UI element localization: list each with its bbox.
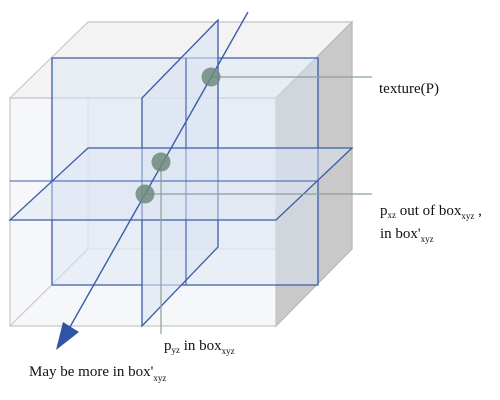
label-pxz-line2: in box'xyz: [380, 226, 434, 244]
label-pyz-in: in box: [180, 338, 222, 354]
label-pxz-sub3: xyz: [421, 234, 434, 244]
box-edge: [9, 248, 89, 327]
label-more-text: May be more in box': [29, 364, 154, 380]
label-pxz-p: p: [380, 203, 388, 219]
plane-xz: [8, 147, 354, 221]
label-pyz-sub2: xyz: [222, 346, 235, 356]
ray-line: [65, 11, 249, 335]
label-pxz-line1: pxz out of boxxyz ,: [380, 203, 482, 221]
label-pxz-sub2: xyz: [461, 211, 474, 221]
ray: [56, 11, 249, 350]
label-pxz-out: out of box: [396, 203, 462, 219]
label-pyz-p: p: [164, 338, 172, 354]
arrowhead-icon: [56, 322, 79, 350]
label-pyz: pyz in boxxyz: [164, 338, 235, 356]
point-pyz: [151, 152, 171, 172]
point-texture: [201, 67, 221, 87]
label-more: May be more in box'xyz: [29, 364, 166, 383]
label-pxz-comma: ,: [474, 203, 482, 219]
point-pxz: [135, 184, 155, 204]
label-pxz-in: in box': [380, 226, 421, 242]
label-pyz-sub1: yz: [172, 345, 181, 355]
label-pxz-sub1: xz: [388, 210, 397, 220]
label-more-sub: xyz: [153, 373, 166, 383]
label-texture: texture(P): [379, 81, 439, 97]
